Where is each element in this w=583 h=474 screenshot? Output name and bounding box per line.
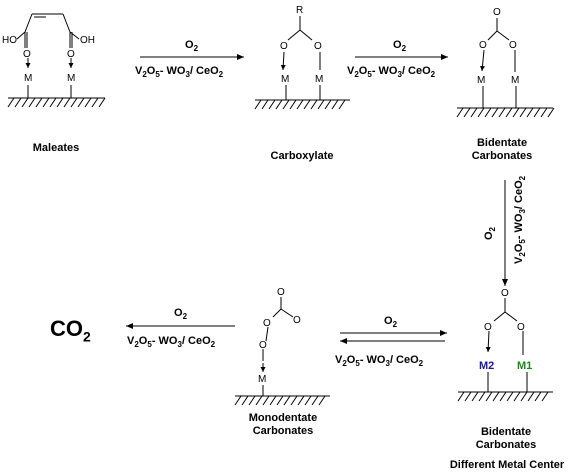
condition-oxidant-step2: O2 [393, 39, 407, 53]
condition-catalyst-step1: V2O5- WO3/ CeO2 [135, 65, 224, 79]
maleate-structure [8, 13, 105, 99]
carboxylate-substituent: R [296, 5, 303, 16]
bidentate-2-oxygen-left: O [484, 322, 492, 333]
maleate-hydroxyl-right: OH [80, 35, 95, 46]
monodentate-caption: Monodentate Carbonates [238, 412, 328, 438]
bidentate-1-metal-right: M [511, 75, 519, 86]
bidentate-1-caption-line1: Bidentate [476, 137, 528, 149]
maleate-surface-hatch [7, 97, 106, 108]
condition-oxidant-step4: O2 [384, 315, 398, 329]
bidentate-1-structure [457, 18, 553, 109]
co2-product: CO2 [50, 316, 91, 345]
condition-oxidant-step3: O2 [483, 226, 497, 240]
carboxylate-atoms: R O O M M [280, 5, 323, 85]
bidentate-2-oxygen-right: O [517, 322, 525, 333]
bidentate-2-surface-hatch [457, 391, 549, 402]
different-metal-center-caption: Different Metal Center [449, 459, 565, 471]
carboxylate-caption: Carboxylate [270, 150, 334, 162]
monodentate-structure [235, 297, 330, 397]
bidentate-2-caption: Bidentate Carbonates [466, 426, 546, 452]
maleate-hydroxyl-left: HO [2, 35, 17, 46]
bidentate-1-carbonyl-oxygen: O [493, 7, 501, 18]
bidentate-1-oxygen-right: O [509, 40, 517, 51]
carboxylate-surface-hatch [254, 99, 346, 110]
condition-catalyst-step3: V2O5- WO3/ CeO2 [513, 175, 527, 264]
bidentate-1-atoms: O O O M M [477, 7, 519, 86]
bidentate-2-caption-line1: Bidentate [480, 426, 532, 438]
carboxylate-structure [255, 16, 350, 101]
carboxylate-oxygen-right: O [314, 41, 322, 52]
bidentate-1-caption-line2: Carbonates [471, 150, 533, 162]
carboxylate-metal-left: M [281, 74, 289, 85]
carboxylate-metal-right: M [315, 74, 323, 85]
condition-oxidant-step5: O2 [174, 307, 188, 321]
monodentate-caption-line2: Carbonates [252, 425, 314, 437]
maleate-oxygen-left: O [23, 49, 31, 60]
bidentate-1-metal-left: M [477, 75, 485, 86]
monodentate-surface-hatch [234, 395, 326, 406]
metal-2-label: M2 [479, 360, 494, 372]
carboxylate-oxygen-left: O [280, 41, 288, 52]
condition-catalyst-step2: V2O5- WO3/ CeO2 [347, 65, 436, 79]
monodentate-oxygen-left: O [263, 318, 271, 329]
bidentate-2-structure [458, 298, 553, 393]
monodentate-bridging-oxygen: O [259, 340, 267, 351]
metal-1-label: M1 [517, 360, 532, 372]
bidentate-2-carbonyl-oxygen: O [501, 288, 509, 299]
monodentate-carbonyl-oxygen: O [277, 287, 285, 298]
bidentate-1-caption: Bidentate Carbonates [462, 137, 542, 163]
bidentate-1-oxygen-left: O [479, 40, 487, 51]
bidentate-2-caption-line2: Carbonates [475, 439, 537, 451]
condition-catalyst-step5: V2O5- WO3/ CeO2 [127, 335, 216, 349]
monodentate-atoms: O O O O M [258, 287, 301, 385]
maleate-atoms: HO OH O O M M [2, 35, 95, 84]
maleate-oxygen-right: O [67, 49, 75, 60]
monodentate-oxygen-right: O [293, 315, 301, 326]
maleates-caption: Maleates [32, 142, 80, 154]
maleate-metal-left: M [24, 73, 32, 84]
condition-catalyst-step4: V2O5- WO3/ CeO2 [335, 354, 424, 368]
monodentate-caption-line1: Monodentate [248, 412, 318, 424]
condition-oxidant-step1: O2 [185, 39, 199, 53]
bidentate-2-atoms: O O O M2 M1 [479, 288, 532, 372]
bidentate-1-surface-hatch [456, 107, 555, 118]
maleate-metal-right: M [67, 73, 75, 84]
monodentate-metal: M [258, 374, 266, 385]
